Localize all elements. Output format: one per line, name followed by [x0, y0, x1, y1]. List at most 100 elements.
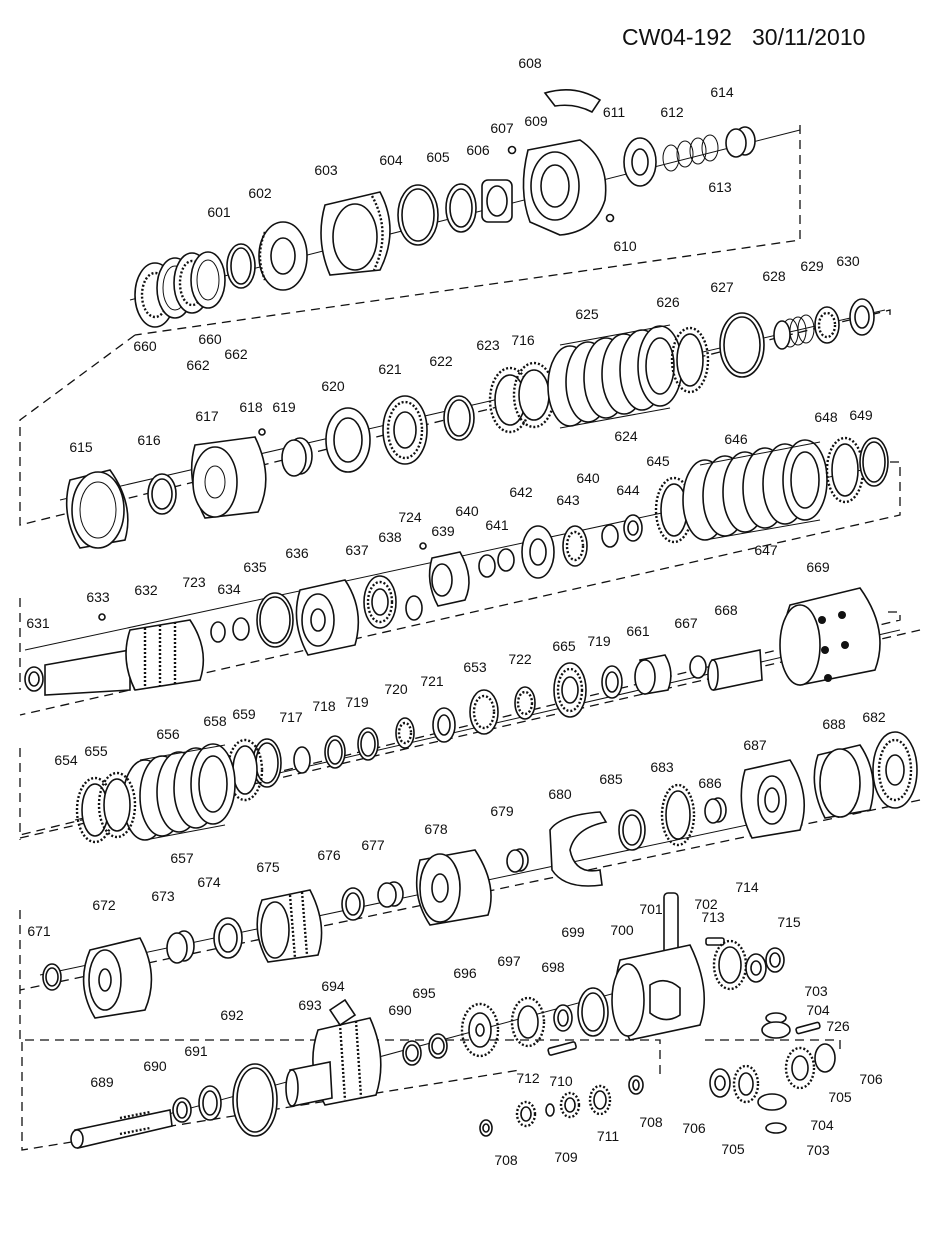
- callout-635: 635: [243, 559, 267, 575]
- callout-701: 701: [639, 901, 663, 917]
- callout-636: 636: [285, 545, 309, 561]
- diagram-code: CW04-192: [622, 24, 732, 50]
- part-601-ring: [226, 243, 256, 289]
- callout-643: 643: [556, 492, 580, 508]
- callout-696: 696: [453, 965, 477, 981]
- callout-642: 642: [509, 484, 533, 500]
- part-602-piston: [258, 221, 308, 291]
- part-672-carrier: [82, 937, 153, 1019]
- callout-690: 690: [143, 1058, 167, 1074]
- callout-704: 704: [810, 1117, 834, 1133]
- callout-626: 626: [656, 294, 680, 310]
- part-667-ring: [689, 655, 707, 679]
- callout-625: 625: [575, 306, 599, 322]
- callout-721: 721: [420, 673, 444, 689]
- part-630-washer: [849, 298, 875, 336]
- part-661-bushing: [634, 654, 672, 695]
- callout-678: 678: [424, 821, 448, 837]
- part-677-bushing: [377, 881, 404, 908]
- callout-715: 715: [777, 914, 801, 930]
- callout-609: 609: [524, 113, 548, 129]
- callout-660: 660: [133, 338, 157, 354]
- callout-693: 693: [298, 997, 322, 1013]
- part-675-carrier: [256, 889, 323, 963]
- callout-624: 624: [614, 428, 638, 444]
- part-713-gear: [712, 939, 748, 991]
- callout-714: 714: [735, 879, 759, 895]
- part-717-ring: [293, 746, 311, 774]
- callout-645: 645: [646, 453, 670, 469]
- callout-608: 608: [518, 55, 542, 71]
- part-616-ring: [147, 473, 177, 515]
- part-688-drum: [813, 744, 875, 819]
- callout-640: 640: [576, 470, 600, 486]
- callout-704: 704: [806, 1002, 830, 1018]
- part-671-ring: [42, 963, 62, 991]
- callout-637: 637: [345, 542, 369, 558]
- part-689-output-shaft: [70, 1109, 173, 1149]
- part-646-clutch-pack: [682, 439, 828, 541]
- callout-617: 617: [195, 408, 219, 424]
- callout-687: 687: [743, 737, 767, 753]
- callout-722: 722: [508, 651, 532, 667]
- callout-689: 689: [90, 1074, 114, 1090]
- part-603-drum: [320, 191, 391, 276]
- callout-659: 659: [232, 706, 256, 722]
- callout-718: 718: [312, 698, 336, 714]
- callout-602: 602: [248, 185, 272, 201]
- callout-612: 612: [660, 104, 684, 120]
- part-719-ring: [601, 665, 623, 699]
- callout-716: 716: [511, 332, 535, 348]
- part-627-snap-ring: [719, 312, 765, 378]
- part-679-bushing: [506, 848, 529, 873]
- callout-680: 680: [548, 786, 572, 802]
- part-703-704-pinion: [757, 1012, 791, 1134]
- callout-703: 703: [806, 1142, 830, 1158]
- callout-662: 662: [224, 346, 248, 362]
- callout-655: 655: [84, 743, 108, 759]
- callout-662: 662: [186, 357, 210, 373]
- part-674-ring: [213, 917, 243, 959]
- callout-607: 607: [490, 120, 514, 136]
- callout-667: 667: [674, 615, 698, 631]
- callout-630: 630: [836, 253, 860, 269]
- callout-622: 622: [429, 353, 453, 369]
- callout-641: 641: [485, 517, 509, 533]
- part-626-ring: [670, 326, 710, 394]
- callout-603: 603: [314, 162, 338, 178]
- callout-688: 688: [822, 716, 846, 732]
- part-726-pin: [795, 1021, 821, 1035]
- callout-605: 605: [426, 149, 450, 165]
- part-628-springs: [773, 314, 815, 350]
- part-673-hub: [166, 930, 195, 964]
- callout-708: 708: [494, 1152, 518, 1168]
- part-718-ring: [324, 735, 346, 769]
- callout-669: 669: [806, 559, 830, 575]
- callout-723: 723: [182, 574, 206, 590]
- callout-719: 719: [587, 633, 611, 649]
- part-722-bearing: [514, 686, 536, 720]
- part-640b-ring: [601, 524, 619, 548]
- part-614-bearing: [725, 126, 756, 158]
- callout-705: 705: [721, 1141, 745, 1157]
- part-700-diff-case: [611, 944, 705, 1041]
- callout-702: 702: [694, 896, 718, 912]
- callout-692: 692: [220, 1007, 244, 1023]
- callout-613: 613: [708, 179, 732, 195]
- part-640-ring: [478, 554, 496, 578]
- callout-717: 717: [279, 709, 303, 725]
- part-669-drum: [779, 587, 881, 686]
- part-687-drum: [740, 759, 806, 839]
- callout-719: 719: [345, 694, 369, 710]
- part-680-band: [549, 811, 608, 887]
- callout-691: 691: [184, 1043, 208, 1059]
- part-642-hub: [521, 525, 555, 579]
- callout-676: 676: [317, 847, 341, 863]
- callout-705: 705: [828, 1089, 852, 1105]
- callout-620: 620: [321, 378, 345, 394]
- callout-621: 621: [378, 361, 402, 377]
- part-608-bracket: [543, 88, 602, 114]
- part-695-ring: [428, 1033, 448, 1059]
- part-639-hub: [428, 551, 470, 607]
- callout-675: 675: [256, 859, 280, 875]
